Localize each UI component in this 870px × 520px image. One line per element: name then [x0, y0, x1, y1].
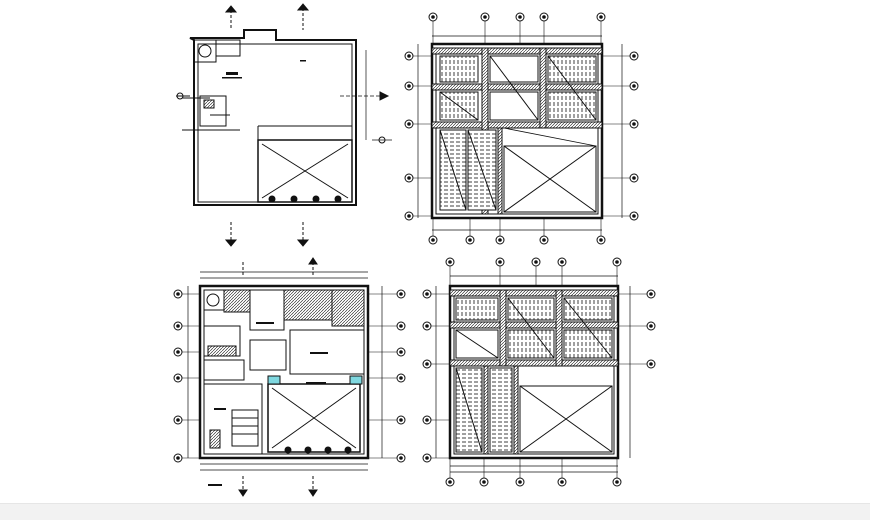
grid-bubble [557, 458, 567, 487]
cyan-fixture-left [267, 375, 281, 385]
grid-bubble [368, 321, 406, 331]
grid-bubble [596, 218, 606, 245]
grid-bubble [465, 218, 475, 245]
grid-bubble [539, 12, 549, 44]
grid-bubble [173, 347, 200, 357]
grid-bubble [404, 81, 432, 91]
grid-bubble [445, 458, 455, 487]
grid-bubble [368, 415, 406, 425]
grid-bubble [515, 458, 525, 487]
grid-bubble [596, 12, 606, 44]
grid-bubble [173, 373, 200, 383]
cyan-fixture-right [349, 375, 363, 385]
grid-bubble [612, 257, 622, 286]
grid-bubble [428, 218, 438, 245]
grid-bubble [602, 173, 639, 183]
section-marker-top-1 [224, 5, 238, 30]
grid-bubble [368, 373, 406, 383]
grid-bubble [422, 321, 450, 331]
grid-bubble [445, 257, 455, 286]
grid-bubble [404, 51, 432, 61]
grid-bubble [479, 458, 489, 487]
grid-bubble [173, 289, 200, 299]
grid-bubble [404, 119, 432, 129]
plan-bottom-left [173, 257, 406, 497]
grid-bubble [480, 12, 490, 44]
grid-bubble [618, 321, 656, 331]
grid-bubble [173, 453, 200, 463]
grid-bubble [618, 289, 656, 299]
grid-bubble [618, 359, 656, 369]
grid-bubble [602, 81, 639, 91]
plan-top-left [176, 3, 392, 247]
grid-bubble [368, 347, 406, 357]
grid-bubble [539, 218, 549, 245]
grid-bubble [495, 257, 505, 286]
grid-bubble [422, 415, 450, 425]
grid-bubble [368, 289, 406, 299]
drawing-canvas [173, 3, 656, 497]
grid-bubble [602, 119, 639, 129]
footer-bar [0, 503, 870, 520]
grid-bubble [515, 12, 525, 44]
grid-bubble [368, 453, 406, 463]
cad-drawing-sheet [173, 3, 656, 497]
grid-bubble [422, 289, 450, 299]
section-marker-top-2 [296, 3, 310, 30]
grid-bubble [428, 12, 438, 44]
plan-bottom-right [422, 257, 656, 487]
plan-top-right [404, 12, 639, 245]
grid-bubble [173, 415, 200, 425]
grid-bubble [173, 321, 200, 331]
grid-bubble [495, 218, 505, 245]
grid-bubble [422, 359, 450, 369]
section-marker-bottom-2 [296, 222, 310, 247]
grid-bubble [602, 211, 639, 221]
section-marker-bottom-1 [224, 222, 238, 247]
grid-bubble [531, 257, 541, 286]
grid-bubble [422, 453, 450, 463]
grid-bubble [404, 173, 432, 183]
grid-bubble [612, 458, 622, 487]
grid-bubble [602, 51, 639, 61]
grid-bubble [404, 211, 432, 221]
water-tank [193, 39, 217, 63]
grid-bubble [557, 257, 567, 286]
